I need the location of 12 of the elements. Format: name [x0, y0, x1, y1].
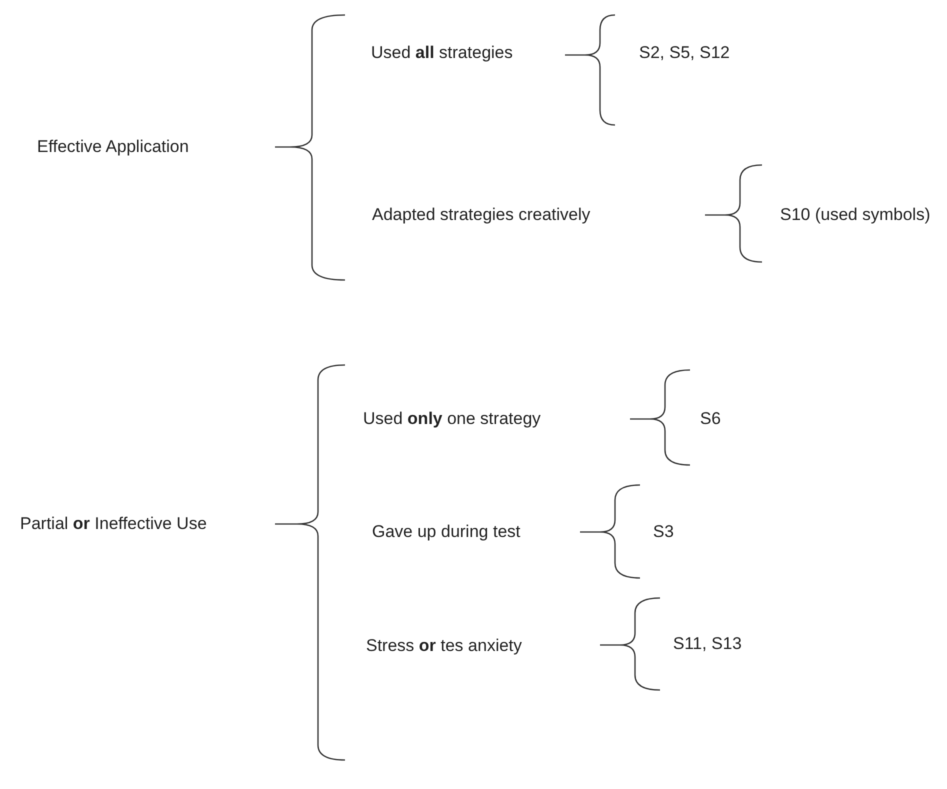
strategy-label: Stress or tes anxiety — [366, 636, 522, 656]
student-list: S10 (used symbols) — [780, 204, 930, 226]
strategy-label: Used only one strategy — [363, 408, 541, 430]
student-list: S11, S13 — [673, 634, 742, 654]
strategy-label: Used all strategies — [371, 42, 513, 64]
student-list: S3 — [653, 522, 674, 542]
strategy-label: Gave up during test — [372, 522, 520, 542]
category-label: Effective Application — [37, 136, 189, 158]
student-list: S6 — [700, 408, 721, 430]
strategy-label: Adapted strategies creatively — [372, 204, 590, 226]
category-label: Partial or Ineffective Use — [20, 514, 207, 534]
student-list: S2, S5, S12 — [639, 42, 730, 64]
